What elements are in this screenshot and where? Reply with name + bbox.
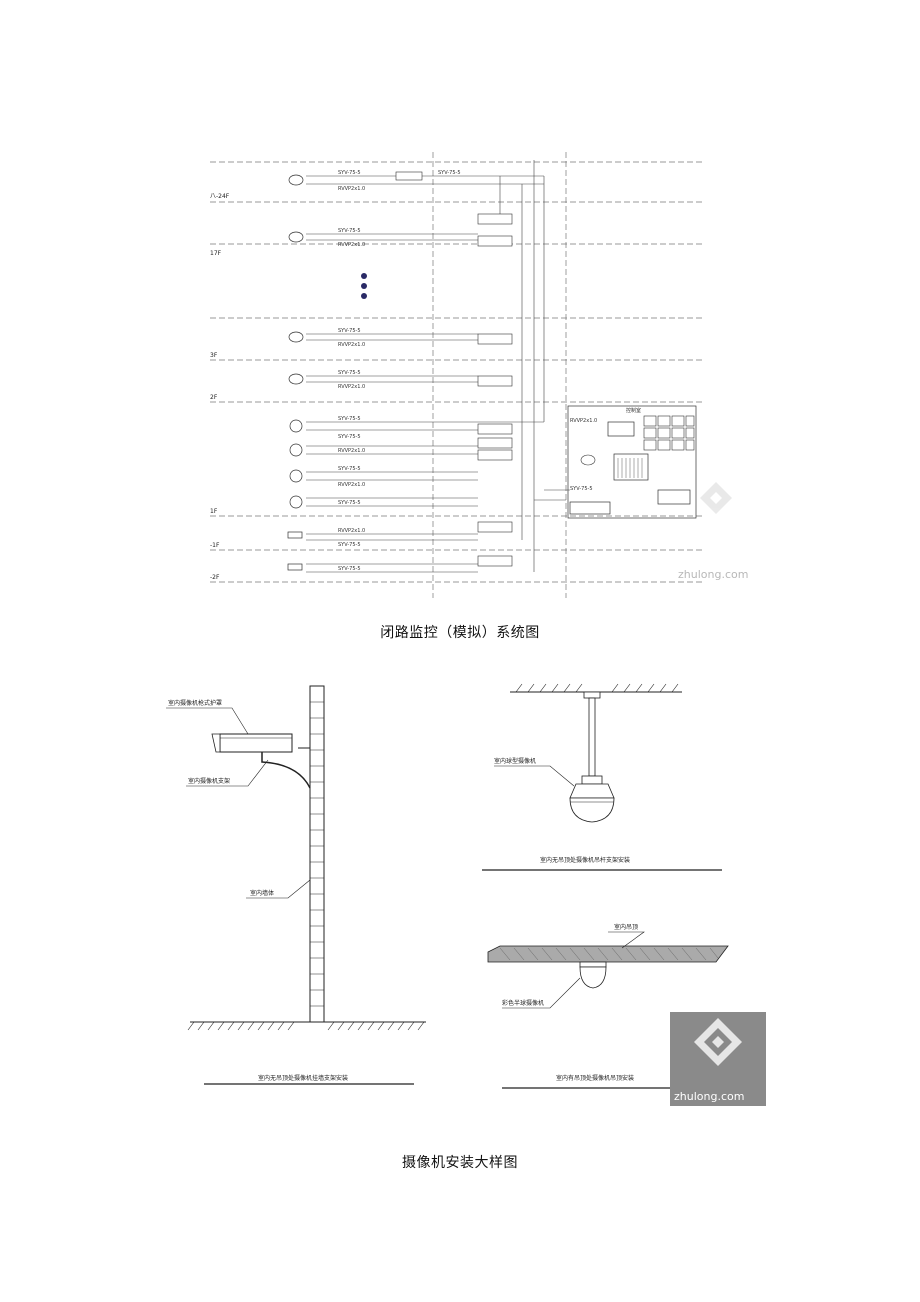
pendant-mount-detail: 室内球型摄像机 室内无吊顶处摄像机吊杆支架安装 (482, 683, 722, 871)
ceiling-label: 室内吊顶 (614, 923, 638, 931)
ceiling-dome-detail: 室内吊顶 彩色半球摄像机 室内有吊顶处摄像机吊顶安装 (487, 923, 729, 1089)
cctv-system-diagram: 八-24F 17F 3F 2F 1F -1F -2F (138, 120, 770, 608)
camera-icons (287, 174, 304, 571)
svg-text:SYV-75-5: SYV-75-5 (338, 228, 361, 234)
watermark-logo (670, 1012, 766, 1106)
svg-text:RVVP2x1.0: RVVP2x1.0 (338, 342, 365, 348)
junction-boxes (395, 171, 513, 567)
svg-text:SYV-75-5: SYV-75-5 (338, 328, 361, 334)
svg-text:SYV-75-5: SYV-75-5 (338, 434, 361, 440)
pendant-mount-title: 室内无吊顶处摄像机吊杆支架安装 (540, 856, 630, 864)
svg-text:控制室: 控制室 (626, 407, 641, 414)
wall-label: 室内墙体 (250, 889, 274, 897)
watermark-logo (700, 482, 732, 514)
svg-text:RVVP2x1.0: RVVP2x1.0 (570, 418, 597, 424)
camera-installation-detail: 室内摄像机枪式护罩 室内摄像机支架 室内墙体 室内无吊顶处摄像机挂墙支架安装 (138, 652, 770, 1140)
svg-text:SYV-75-5: SYV-75-5 (570, 486, 593, 492)
floor-label: -2F (210, 574, 220, 581)
housing-label: 室内摄像机枪式护罩 (168, 699, 222, 707)
svg-text:RVVP2x1.0: RVVP2x1.0 (338, 186, 365, 192)
svg-text:SYV-75-5: SYV-75-5 (338, 416, 361, 422)
svg-text:RVVP2x1.0: RVVP2x1.0 (338, 384, 365, 390)
svg-text:SYV-75-5: SYV-75-5 (338, 370, 361, 376)
floor-label: 17F (210, 250, 222, 257)
floor-label: 八-24F (210, 193, 230, 200)
svg-text:SYV-75-5: SYV-75-5 (338, 500, 361, 506)
svg-text:SYV-75-5: SYV-75-5 (338, 542, 361, 548)
installation-drawing: 室内摄像机枪式护罩 室内摄像机支架 室内墙体 室内无吊顶处摄像机挂墙支架安装 (166, 683, 766, 1106)
svg-text:SYV-75-5: SYV-75-5 (338, 566, 361, 572)
dome-label: 彩色半球摄像机 (502, 999, 544, 1007)
floor-label: -1F (210, 542, 220, 549)
bracket-label: 室内摄像机支架 (188, 777, 230, 785)
continuation-dots (361, 273, 367, 299)
wall-mount-detail: 室内摄像机枪式护罩 室内摄像机支架 室内墙体 室内无吊顶处摄像机挂墙支架安装 (166, 685, 426, 1085)
wall-mount-title: 室内无吊顶处摄像机挂墙支架安装 (258, 1074, 348, 1082)
svg-text:RVVP2x1.0: RVVP2x1.0 (338, 242, 365, 248)
floor-label: 2F (210, 394, 218, 401)
svg-text:SYV-75-5: SYV-75-5 (338, 466, 361, 472)
system-diagram-drawing: 八-24F 17F 3F 2F 1F -1F -2F (210, 152, 748, 598)
svg-text:RVVP2x1.0: RVVP2x1.0 (338, 448, 365, 454)
svg-text:SYV-75-5: SYV-75-5 (438, 170, 461, 176)
cable-runs (306, 160, 570, 573)
dome-mount-title: 室内有吊顶处摄像机吊顶安装 (556, 1074, 634, 1082)
control-room (567, 405, 697, 519)
watermark-text: zhulong.com (678, 568, 748, 581)
watermark-text: zhulong.com (674, 1090, 744, 1103)
pendant-camera-label: 室内球型摄像机 (494, 757, 536, 765)
svg-text:SYV-75-5: SYV-75-5 (338, 170, 361, 176)
monitor-wall (643, 415, 695, 451)
matrix-unit (617, 458, 643, 478)
figure-caption: 闭路监控（模拟）系统图 (380, 625, 540, 641)
floor-label: 1F (210, 508, 218, 515)
floor-label: 3F (210, 352, 218, 359)
figure-caption: 摄像机安装大样图 (402, 1155, 518, 1171)
svg-text:RVVP2x1.0: RVVP2x1.0 (338, 482, 365, 488)
svg-text:RVVP2x1.0: RVVP2x1.0 (338, 528, 365, 534)
